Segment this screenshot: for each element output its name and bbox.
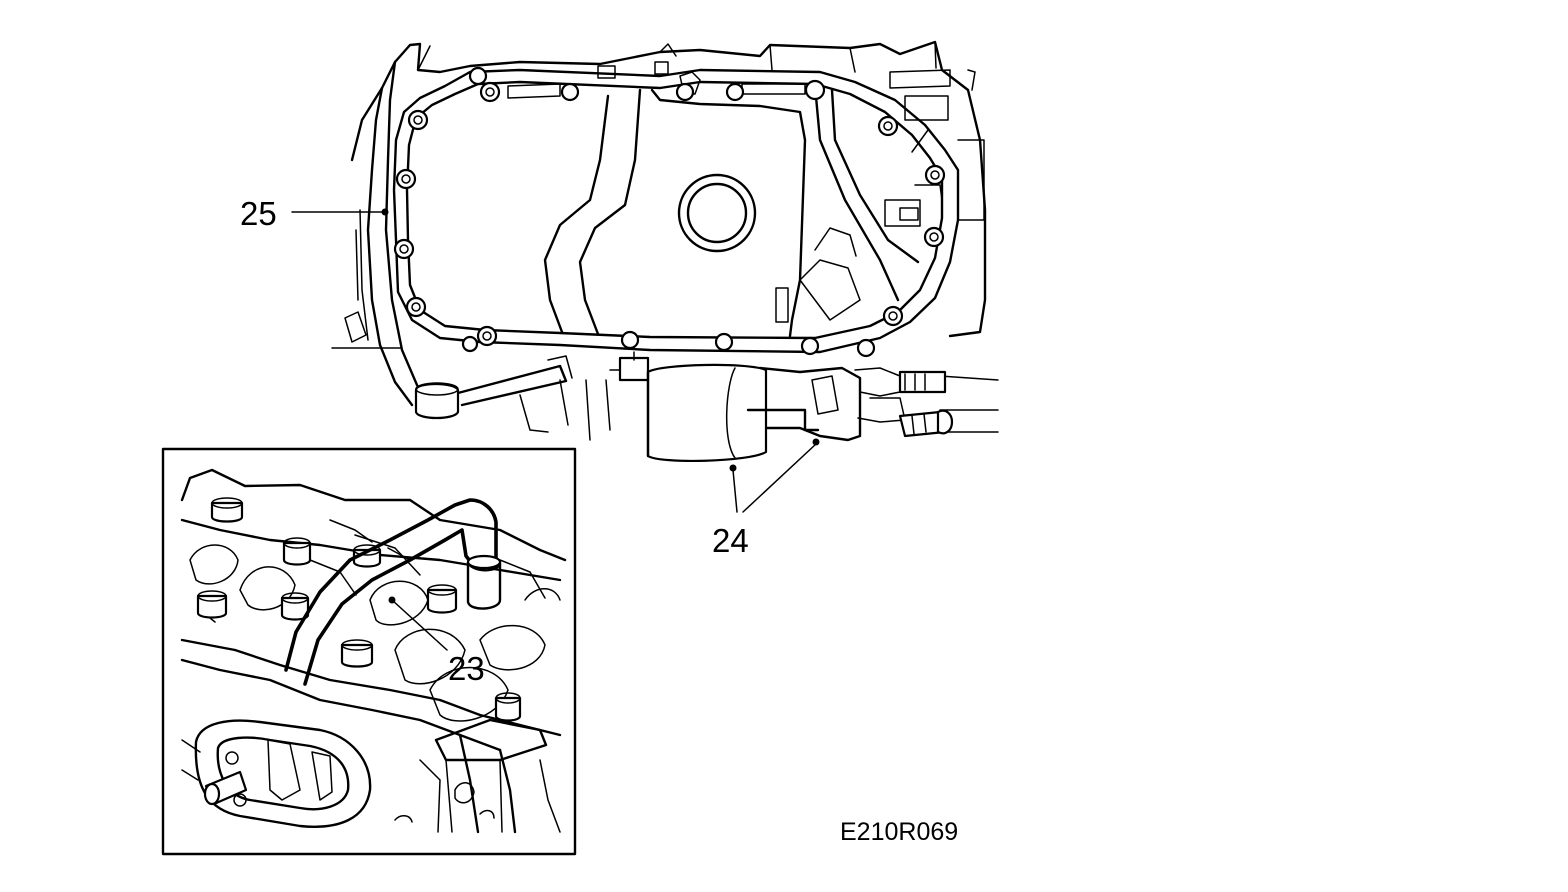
figure-reference-code: E210R069: [840, 818, 958, 846]
oil-pan-bolts: [393, 66, 946, 358]
callout-label-23: 23: [448, 650, 485, 687]
callout-label-24: 24: [712, 522, 749, 559]
callout-label-25: 25: [240, 195, 277, 232]
inset-detail-view: [161, 447, 577, 856]
oil-filter: [609, 351, 954, 463]
callout-leader-25: [291, 208, 389, 216]
callout-leader-24: [729, 438, 820, 513]
callout-leader-23: [388, 596, 448, 651]
oil-pan: [392, 61, 960, 354]
engine-block-background: [331, 40, 999, 441]
